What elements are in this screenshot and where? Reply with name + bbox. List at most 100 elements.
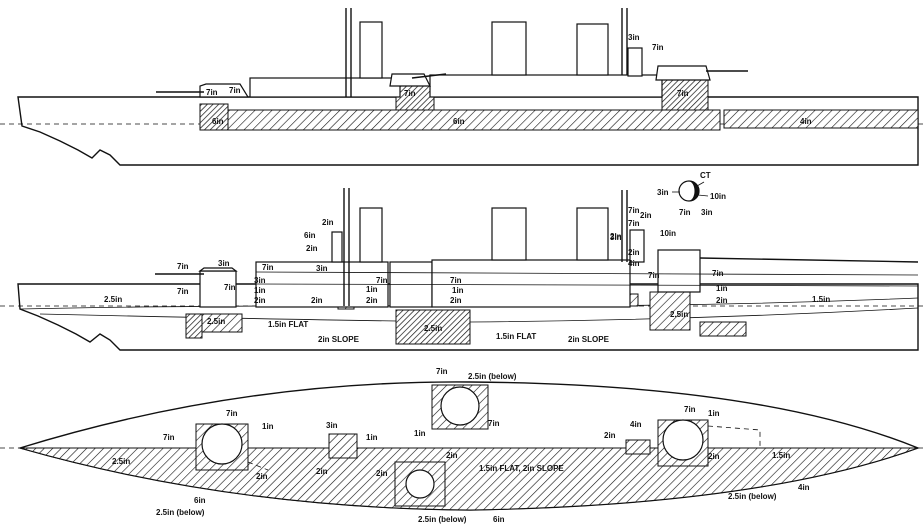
label: 7in — [488, 419, 500, 428]
label: 6in — [212, 117, 224, 126]
label: 7in — [262, 263, 274, 272]
label: 3in — [254, 276, 266, 285]
label: 2in — [322, 218, 334, 227]
label: 7in — [677, 89, 689, 98]
profile-view: 7in 7in 6in 6in 4in 7in 7in 3in 7in — [0, 8, 924, 166]
label: 1.5in FLAT — [268, 320, 308, 329]
label: 6in — [194, 496, 206, 505]
label: 1in — [254, 286, 266, 295]
label: 7in — [652, 43, 664, 52]
profile-fwd-turret — [199, 83, 250, 98]
plan-center-barbette — [405, 469, 435, 499]
label: 2in — [446, 451, 458, 460]
label: 2in — [604, 431, 616, 440]
label: 7in — [450, 276, 462, 285]
profile-conning-tower — [627, 47, 643, 77]
label: 2in — [450, 296, 462, 305]
label: 7in — [679, 208, 691, 217]
label: 1in — [366, 433, 378, 442]
label: 3in — [657, 188, 669, 197]
label: 7in — [628, 219, 640, 228]
section-aft-ct — [629, 229, 645, 263]
label: 2.5in (below) — [468, 372, 517, 381]
label: 2.5in — [112, 457, 130, 466]
profile-funnel-3 — [576, 23, 609, 76]
label: 7in — [229, 86, 241, 95]
label: 2in — [311, 296, 323, 305]
label: 4in — [798, 483, 810, 492]
plan-view: 7in 1in 7in 2.5in 6in 2.5in (below) 2in … — [0, 367, 924, 524]
plan-bay — [328, 433, 358, 459]
section-mid-barbette — [395, 309, 471, 345]
label: 2in — [716, 296, 728, 305]
label: 7in — [206, 88, 218, 97]
profile-mid-barbette — [395, 85, 435, 111]
label: 3in — [326, 421, 338, 430]
label: 2in — [376, 469, 388, 478]
profile-funnel-1 — [359, 21, 383, 79]
label: 7in — [163, 433, 175, 442]
label: 2.5in — [424, 324, 442, 333]
label: 6in — [304, 231, 316, 240]
label: 2in SLOPE — [318, 335, 360, 344]
label: CT — [700, 171, 711, 180]
label: 2in — [256, 472, 268, 481]
label: 1.5in FLAT — [496, 332, 536, 341]
label: 7in — [436, 367, 448, 376]
plan-aft-barbette — [662, 419, 704, 461]
label: 2.5in (below) — [418, 515, 467, 524]
label: 2.5in — [207, 317, 225, 326]
label: 7in — [177, 287, 189, 296]
label: 3in — [701, 208, 713, 217]
label: 1in — [716, 284, 728, 293]
label: 1in — [414, 429, 426, 438]
profile-fwd-barbette — [199, 103, 229, 131]
plan-top-barbette — [440, 386, 480, 426]
label: 7in — [628, 206, 640, 215]
section-funnel-2 — [491, 207, 527, 261]
label: 7in — [224, 283, 236, 292]
label: 3in — [610, 233, 622, 242]
label: 10in — [710, 192, 726, 201]
label: 3in — [218, 259, 230, 268]
label: 2in — [316, 467, 328, 476]
label: 2in — [640, 211, 652, 220]
label: 4in — [630, 420, 642, 429]
section-mid-superstructure — [431, 259, 631, 308]
section-fwd-belt — [201, 313, 243, 333]
label: 7in — [226, 409, 238, 418]
label: 1in — [366, 285, 378, 294]
label: 2in — [366, 296, 378, 305]
label: 6in — [493, 515, 505, 524]
label: 3in — [316, 264, 328, 273]
label: 2in — [610, 232, 622, 241]
plan-fwd-barbette — [201, 423, 243, 465]
profile-aft-turret — [655, 65, 711, 81]
label: 7in — [404, 89, 416, 98]
label: 7in — [177, 262, 189, 271]
section-view: 3in 7in 7in 7in 3in 1in 2in 2.5in 2.5in … — [0, 171, 924, 351]
label: 2.5in — [670, 310, 688, 319]
profile-fwd-superstructure — [249, 77, 401, 98]
label: 2in — [708, 452, 720, 461]
label: 2.5in (below) — [156, 508, 205, 517]
profile-aft-belt — [723, 109, 919, 129]
label: 2in SLOPE — [568, 335, 610, 344]
label: 6in — [453, 117, 465, 126]
section-hull — [17, 283, 919, 351]
label: 1.5in — [772, 451, 790, 460]
label: 1.5in FLAT, 2in SLOPE — [479, 464, 564, 473]
profile-hull — [17, 96, 919, 166]
label: 1in — [708, 409, 720, 418]
section-fwd-ct — [331, 231, 343, 263]
label: 2in — [628, 248, 640, 257]
label: 2.5in — [104, 295, 122, 304]
profile-mid-superstructure — [429, 74, 663, 98]
label: 7in — [376, 276, 388, 285]
label: 2.5in (below) — [728, 492, 777, 501]
profile-mid-turret — [389, 73, 431, 87]
section-funnel-3 — [576, 207, 609, 261]
label: 2in — [254, 296, 266, 305]
label: 10in — [660, 229, 676, 238]
